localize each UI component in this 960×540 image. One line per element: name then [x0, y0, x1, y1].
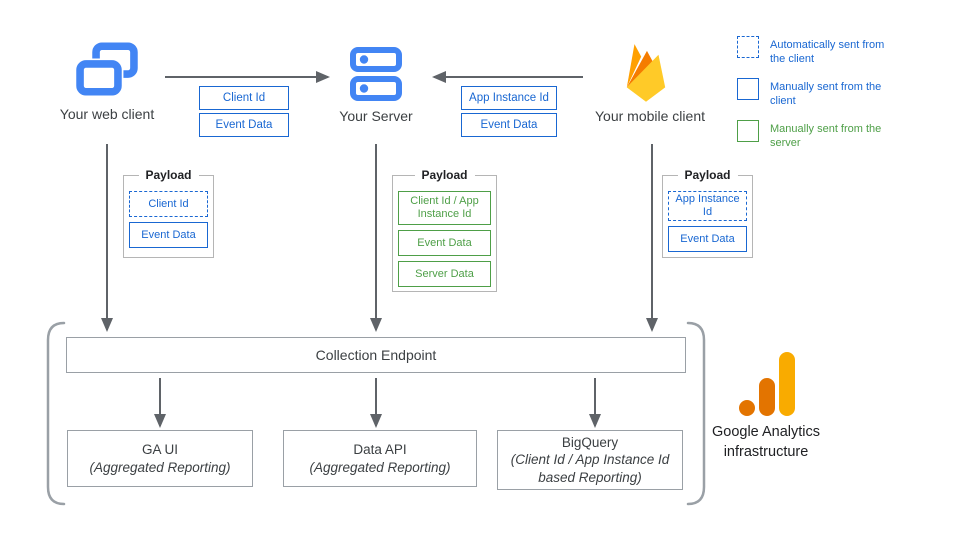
data-api-title: Data API — [353, 442, 407, 457]
payload-client-or-app-instance-id: Client Id / App Instance Id — [398, 191, 491, 225]
data-api-box: Data API (Aggregated Reporting) — [283, 430, 477, 487]
left-bracket — [46, 321, 66, 506]
payload-event-data: Event Data — [398, 230, 491, 256]
right-bracket — [686, 321, 706, 506]
ga-ui-box: GA UI (Aggregated Reporting) — [67, 430, 253, 487]
param-event-data: Event Data — [461, 113, 557, 137]
mobile-payload-group: Payload App Instance Id Event Data — [662, 168, 753, 258]
payload-app-instance-id: App Instance Id — [668, 191, 747, 221]
param-event-data: Event Data — [199, 113, 289, 137]
payload-title: Payload — [138, 168, 199, 182]
payload-client-id: Client Id — [129, 191, 208, 217]
legend-item-manual-client: Manually sent from the client — [737, 78, 902, 108]
legend-label: Manually sent from the server — [770, 123, 882, 149]
server-label: Your Server — [339, 108, 413, 124]
google-analytics-icon — [739, 352, 795, 416]
payload-title: Payload — [414, 168, 475, 182]
legend-label: Automatically sent from the client — [770, 39, 885, 65]
payload-title: Payload — [677, 168, 738, 182]
payload-server-data: Server Data — [398, 261, 491, 287]
bigquery-subtitle: (Client Id / App Instance Id based Repor… — [510, 452, 670, 485]
server-payload-group: Payload Client Id / App Instance Id Even… — [392, 168, 497, 292]
web-client-label: Your web client — [59, 106, 155, 122]
ga-infrastructure-caption: Google Analytics infrastructure — [711, 424, 820, 460]
payload-event-data: Event Data — [668, 226, 747, 252]
collection-endpoint-box: Collection Endpoint — [66, 337, 686, 373]
mobile-client-label: Your mobile client — [595, 108, 705, 124]
legend-label: Manually sent from the client — [770, 81, 882, 107]
param-client-id: Client Id — [199, 86, 289, 110]
ga-ui-title: GA UI — [141, 442, 178, 457]
firebase-icon — [626, 44, 666, 102]
legend-item-manual-server: Manually sent from the server — [737, 120, 902, 150]
payload-event-data: Event Data — [129, 222, 208, 248]
bigquery-box: BigQuery (Client Id / App Instance Id ba… — [497, 430, 683, 490]
solid-blue-swatch — [737, 78, 759, 100]
solid-green-swatch — [737, 120, 759, 142]
web-to-server-params: Client Id Event Data — [199, 86, 289, 137]
mobile-to-server-params: App Instance Id Event Data — [461, 86, 557, 137]
server-icon — [350, 47, 402, 101]
web-payload-group: Payload Client Id Event Data — [123, 168, 214, 258]
dashed-blue-swatch — [737, 36, 759, 58]
bigquery-title: BigQuery — [561, 434, 619, 450]
web-client-icon — [75, 42, 138, 98]
data-api-subtitle: (Aggregated Reporting) — [309, 459, 451, 475]
ga-ui-subtitle: (Aggregated Reporting) — [89, 459, 231, 475]
legend-item-auto-client: Automatically sent from the client — [737, 36, 902, 66]
param-app-instance-id: App Instance Id — [461, 86, 557, 110]
